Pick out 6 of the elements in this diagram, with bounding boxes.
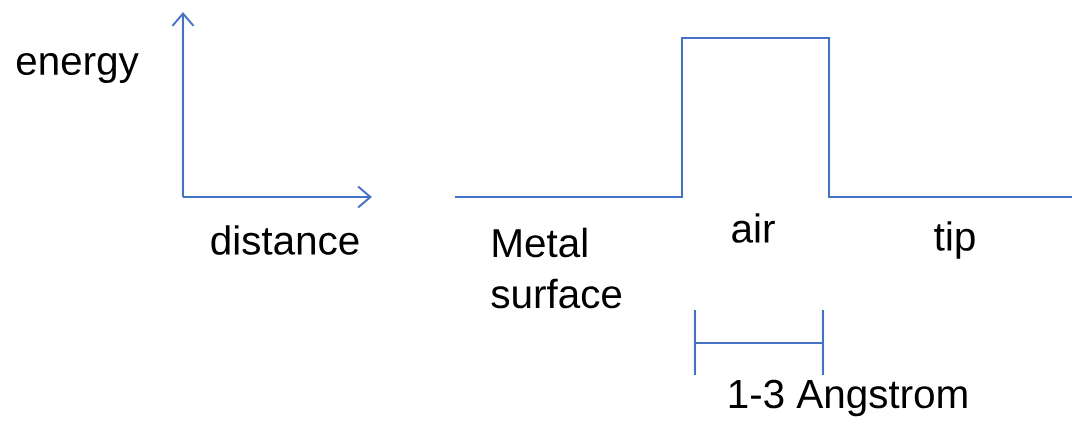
region-label: Metal surface — [491, 227, 622, 309]
region-label: air — [732, 213, 775, 243]
dimension-label: 1-3 Angstrom — [729, 379, 967, 417]
region-label: tip — [934, 221, 975, 259]
axis-label: distance — [211, 225, 359, 255]
axis-label: energy — [16, 52, 139, 84]
